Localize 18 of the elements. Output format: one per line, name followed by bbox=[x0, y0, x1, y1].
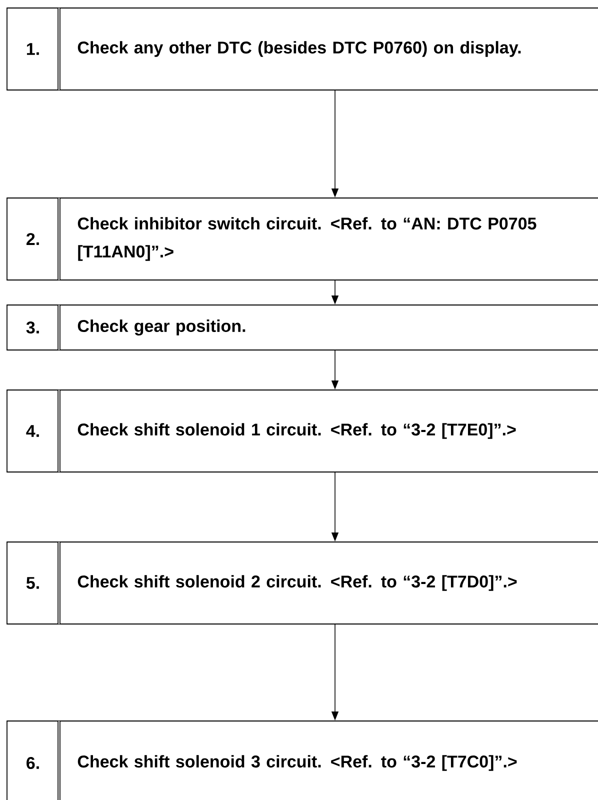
step-number: 5. bbox=[26, 577, 39, 589]
step-box bbox=[6, 304, 598, 350]
step-number: 2. bbox=[26, 233, 39, 245]
step-text: Check shift solenoid 3 circuit. <Ref. to “3-2 [T7C0]”.> bbox=[78, 755, 517, 771]
step-box bbox=[6, 390, 598, 472]
step-text: Check gear position. bbox=[78, 320, 246, 336]
step-box bbox=[6, 8, 598, 90]
step-text: Check shift solenoid 2 circuit. <Ref. to “3-2 [T7D0]”.> bbox=[78, 575, 517, 591]
step-text: Check shift solenoid 1 circuit. <Ref. to “3-2 [T7E0]”.> bbox=[78, 423, 516, 439]
step-text: Check any other DTC (besides DTC P0760) on display. bbox=[78, 41, 521, 57]
step-number: 4. bbox=[26, 425, 39, 437]
step-box bbox=[6, 720, 598, 800]
step-box bbox=[6, 542, 598, 624]
step-number: 6. bbox=[26, 756, 39, 770]
step-number: 1. bbox=[26, 43, 39, 55]
step-number: 3. bbox=[26, 321, 39, 334]
step-box bbox=[6, 198, 598, 280]
step-text: Check inhibitor switch circuit. <Ref. to “AN: DTC P0705 [T11AN0]”.> bbox=[78, 217, 536, 261]
